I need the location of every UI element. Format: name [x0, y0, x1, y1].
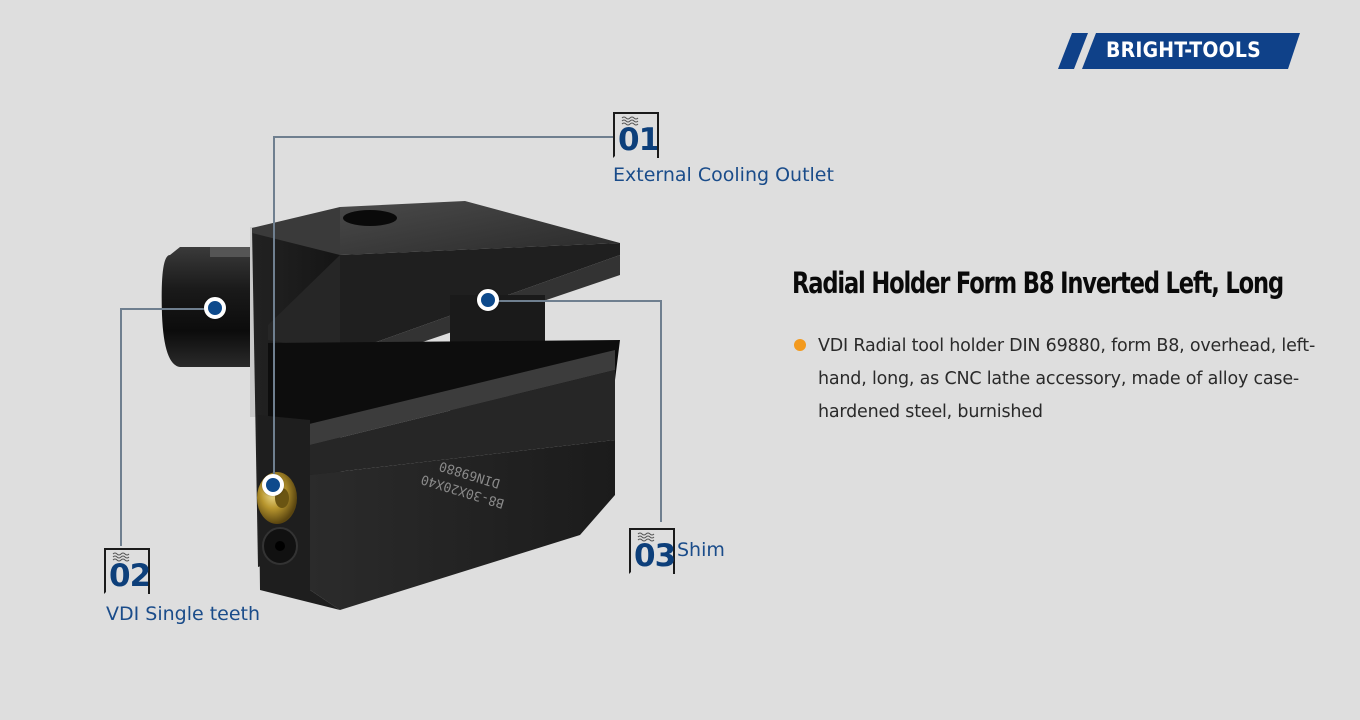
callout-number: 01 — [618, 122, 660, 158]
product-image: B8-30X20X40 DIN69880 — [150, 195, 630, 620]
brand-logo[interactable]: BRIGHT-TOOLS — [1058, 33, 1300, 69]
leader-line-02-vertical — [120, 308, 122, 546]
marker-02-vdi-teeth[interactable] — [204, 297, 226, 319]
callout-03-label: Shim — [677, 539, 725, 561]
bullet-dot-icon — [794, 339, 806, 351]
leader-line-03-vertical — [660, 300, 662, 522]
callout-03-number-box: 03 — [629, 528, 676, 574]
marker-03-shim[interactable] — [477, 289, 499, 311]
callout-01-number-box: 01 — [613, 112, 660, 158]
leader-line-03-horizontal — [488, 300, 660, 302]
water-waves-icon — [637, 532, 655, 542]
callout-02-label: VDI Single teeth — [106, 603, 261, 625]
brand-name: BRIGHT-TOOLS — [1106, 38, 1261, 62]
logo-stripe-icon — [1058, 33, 1300, 69]
callout-number: 02 — [109, 558, 151, 594]
leader-line-01-vertical — [273, 136, 275, 485]
callout-02-number-box: 02 — [104, 548, 151, 594]
product-title: Radial Holder Form B8 Inverted Left, Lon… — [792, 266, 1284, 300]
water-waves-icon — [112, 552, 130, 562]
callout-number: 03 — [634, 538, 676, 574]
leader-line-02-horizontal — [120, 308, 215, 310]
water-waves-icon — [621, 116, 639, 126]
callout-01-label: External Cooling Outlet — [613, 164, 834, 186]
leader-line-01-horizontal — [273, 136, 613, 138]
marker-01-cooling-outlet[interactable] — [262, 474, 284, 496]
description-text: VDI Radial tool holder DIN 69880, form B… — [818, 336, 1316, 422]
